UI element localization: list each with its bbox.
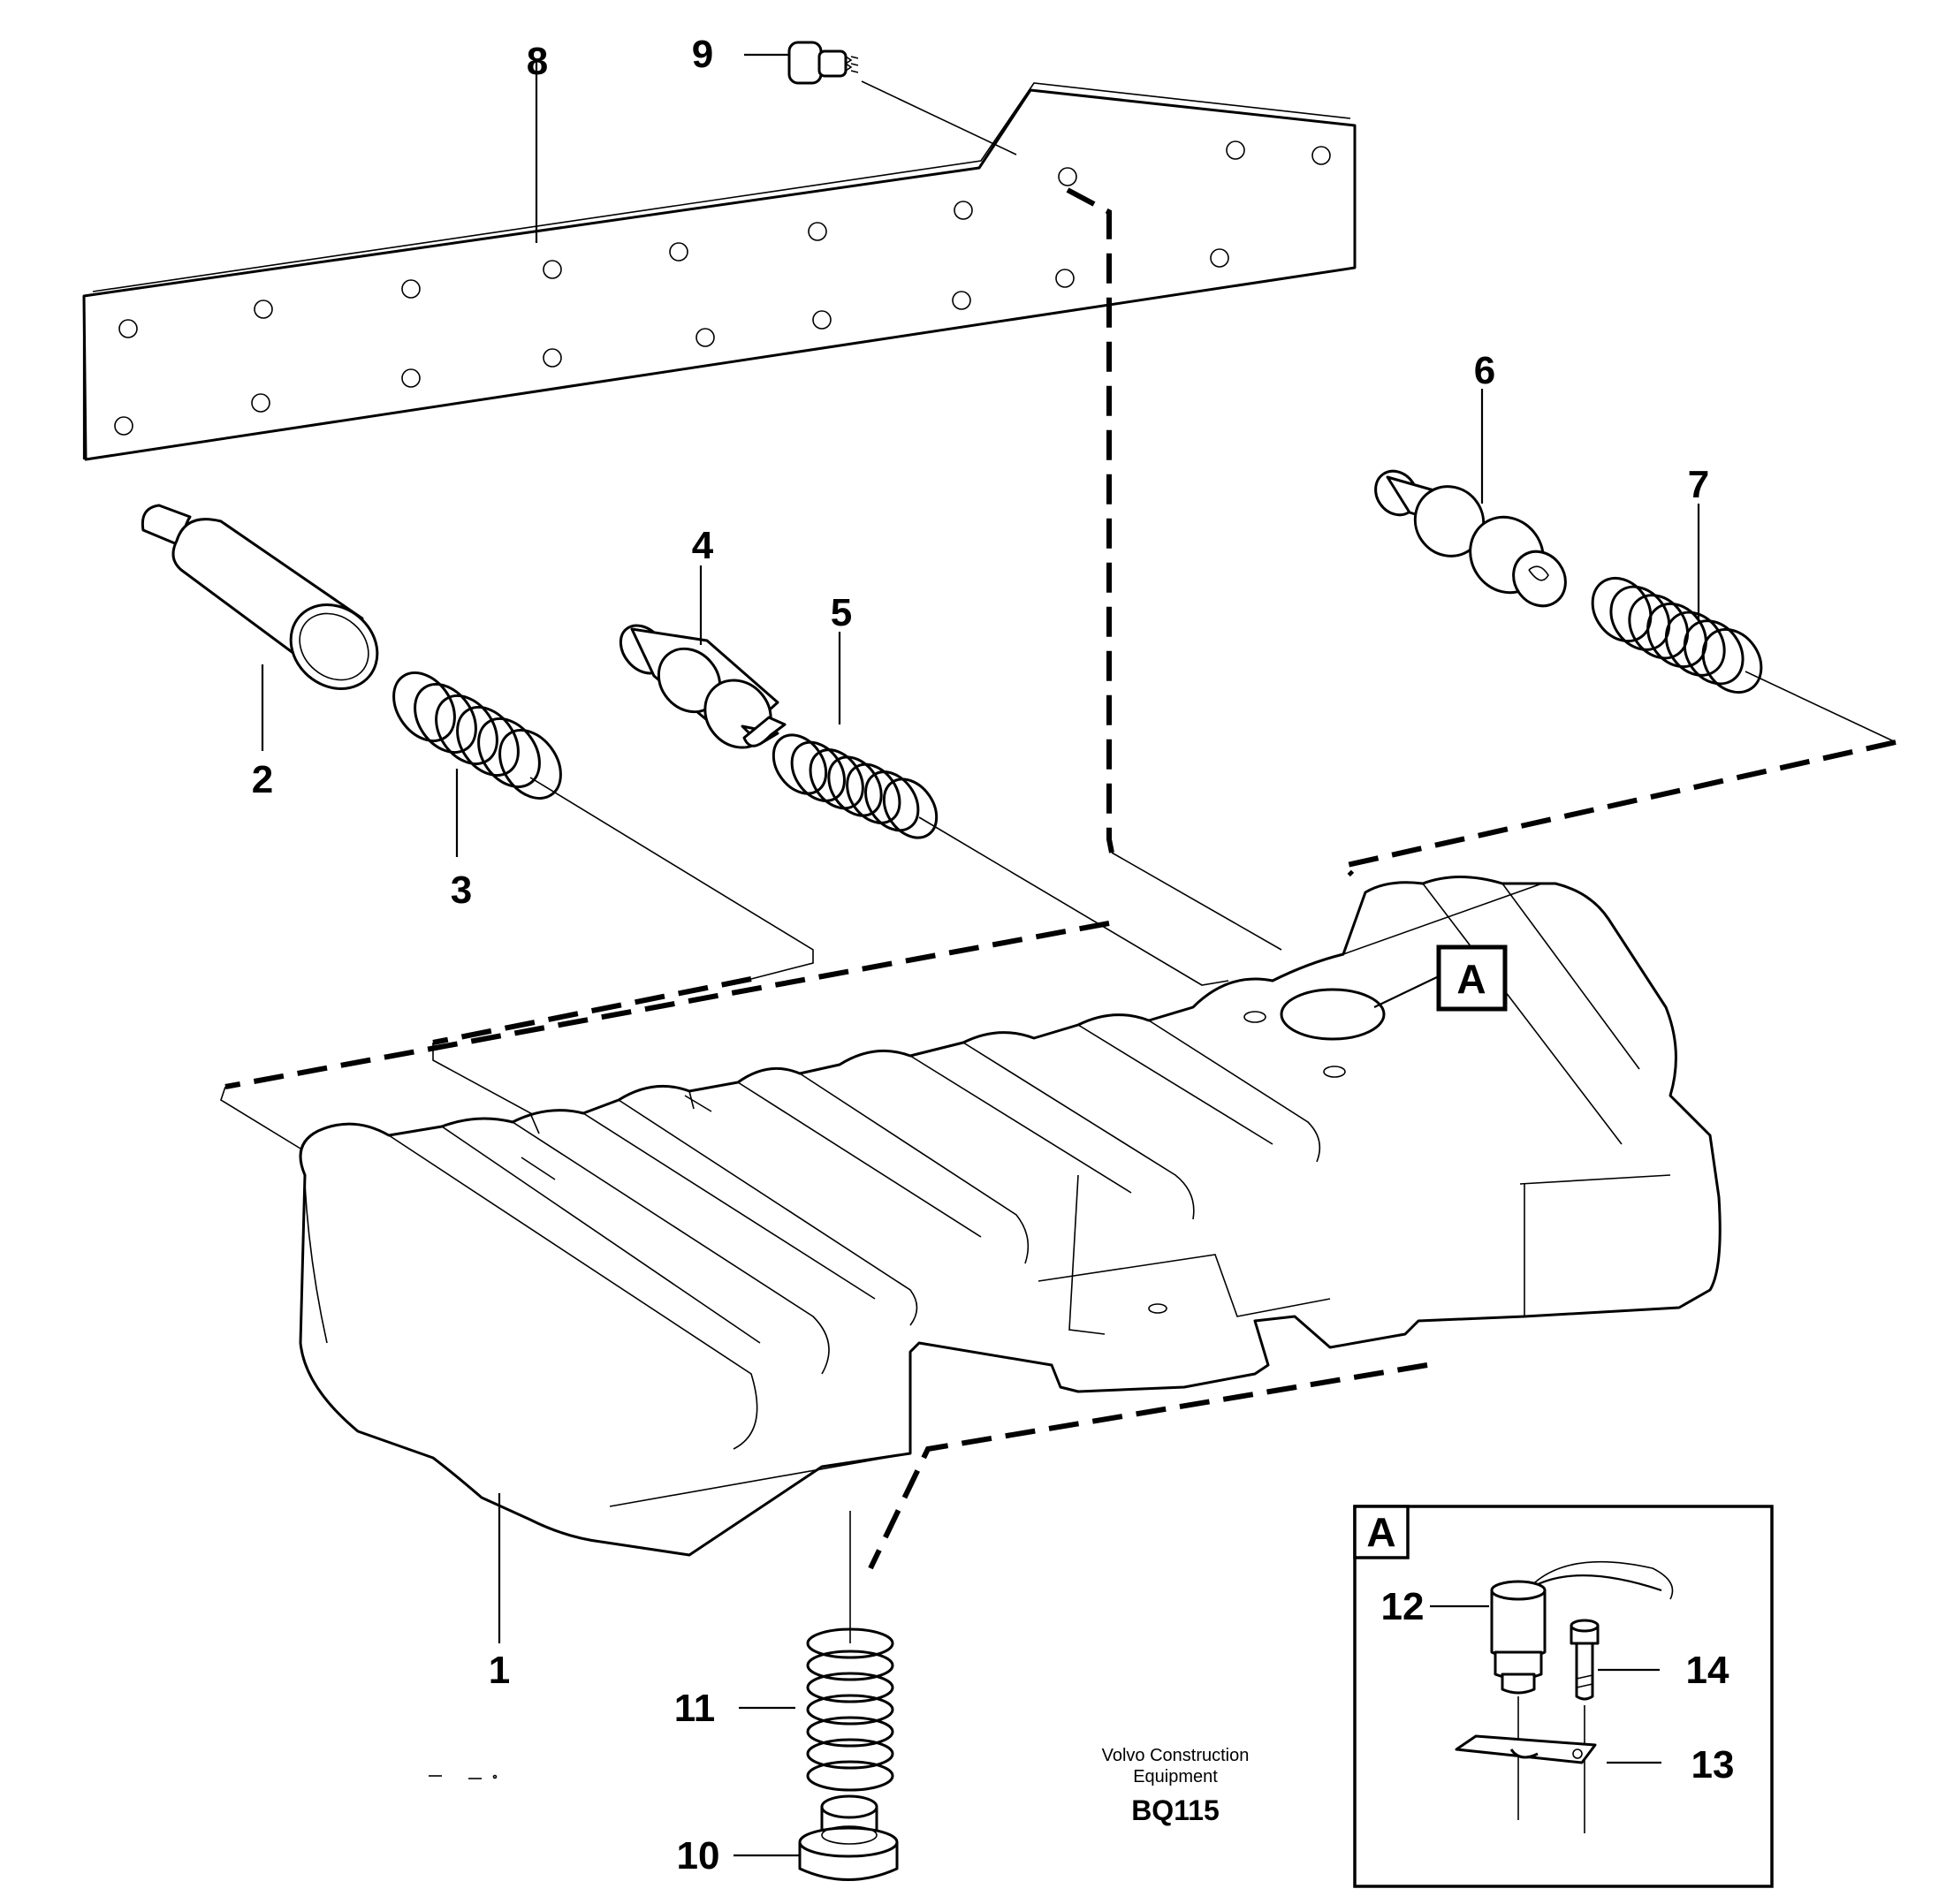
spring-coil: [498, 729, 562, 800]
spring-coil: [806, 1627, 894, 1659]
spool-part-6: [1374, 389, 1567, 608]
spring-coil: [1628, 594, 1690, 660]
spring-coil: [477, 717, 541, 788]
valve-housing-part-1: [299, 876, 1722, 1643]
spring-coil: [1646, 602, 1707, 669]
callout-13: 13: [1691, 1743, 1735, 1786]
callout-5: 5: [831, 591, 852, 634]
callout-2: 2: [252, 758, 273, 801]
spring-coil: [806, 1650, 894, 1681]
callout-4: 4: [692, 524, 714, 567]
spring-part-11: [739, 1511, 894, 1792]
callout-1: 1: [489, 1649, 510, 1692]
bracket-part-13: [1455, 1734, 1661, 1764]
callout-14: 14: [1686, 1649, 1729, 1692]
inset-letter: A: [1366, 1509, 1395, 1555]
spring-coil: [392, 671, 456, 742]
spring-coil: [806, 1672, 894, 1703]
plug-part-10: [734, 1794, 899, 1881]
callout-7: 7: [1688, 463, 1709, 506]
callout-3: 3: [451, 869, 472, 912]
gasket-holes: [114, 140, 1331, 436]
assembly-dashed-lines: [224, 187, 1897, 1570]
callout-9: 9: [692, 33, 713, 76]
spring-part-5: [772, 632, 1229, 986]
spring-part-7: [1591, 504, 1897, 743]
spring-part-3: [392, 671, 814, 980]
callout-10: 10: [677, 1834, 720, 1877]
spring-coil: [882, 778, 939, 839]
caption-line-2: Equipment: [1133, 1767, 1218, 1786]
stray-marks: [429, 1774, 498, 1779]
spring-coil: [1664, 611, 1726, 677]
sleeve-part-2: [141, 504, 379, 751]
spring-coil: [435, 694, 498, 765]
spring-coil: [414, 683, 477, 754]
spring-coil: [864, 770, 920, 832]
gasket-plate-part-8: [82, 62, 1357, 461]
callout-labels: 1 2 3 4 5 6 7 8 9 10 11 12 13 14: [252, 33, 1735, 1877]
spring-coil: [827, 755, 883, 817]
caption: Volvo Construction Equipment BQ115: [1102, 1746, 1250, 1826]
spring-coil: [806, 1716, 894, 1748]
callout-12: 12: [1381, 1585, 1425, 1628]
spring-coil: [1609, 585, 1671, 651]
callout-11: 11: [674, 1687, 716, 1730]
spool-part-4: [619, 565, 787, 749]
spring-coil: [846, 762, 901, 824]
caption-line-1: Volvo Construction: [1102, 1746, 1250, 1765]
spring-coil: [809, 748, 864, 810]
detail-inset-a: A: [1353, 1505, 1774, 1888]
sensor-part-12: [1430, 1560, 1674, 1820]
screw-part-9: [744, 41, 1017, 156]
callout-6: 6: [1474, 349, 1495, 392]
spring-coil: [456, 706, 520, 777]
bolt-part-14: [1570, 1619, 1660, 1833]
spring-coil: [806, 1760, 894, 1792]
spring-coil: [1591, 576, 1653, 643]
callout-8: 8: [527, 40, 548, 83]
spring-coil: [1701, 627, 1763, 694]
spring-coil: [806, 1694, 894, 1726]
detail-reference-a: A: [1436, 944, 1508, 1012]
spring-coil: [806, 1738, 894, 1770]
caption-code: BQ115: [1131, 1794, 1220, 1826]
spring-coil: [1683, 619, 1745, 686]
detail-reference-letter: A: [1456, 956, 1486, 1002]
spring-coil: [790, 740, 846, 802]
